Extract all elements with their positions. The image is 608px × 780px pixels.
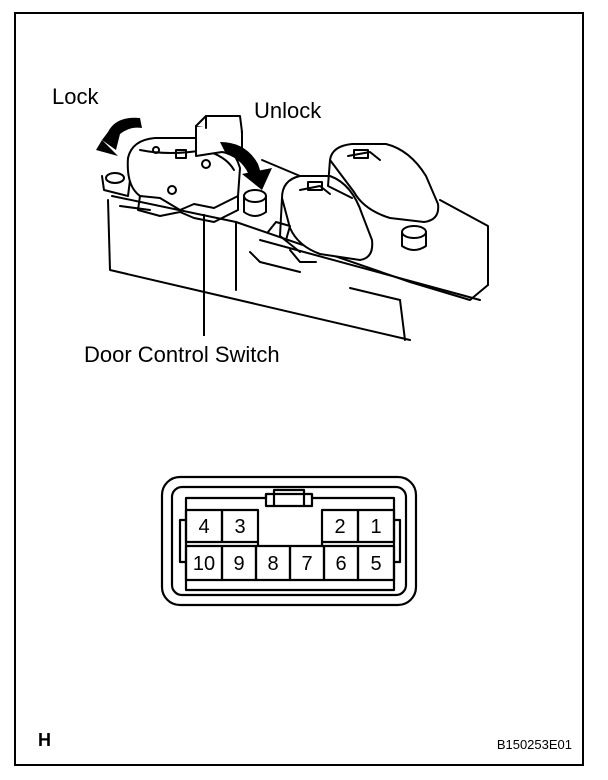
connector-outer-housing: [160, 475, 418, 607]
figure-id: B150253E01: [497, 737, 572, 752]
pin-number: 5: [370, 553, 381, 575]
pin-number: 10: [193, 553, 215, 575]
panel-right-edge: [439, 199, 489, 286]
part-name-label: Door Control Switch: [84, 342, 280, 367]
pin-number: 8: [267, 553, 278, 575]
connector-inner-housing: [170, 485, 408, 597]
pin-cell-3: [220, 508, 260, 544]
connector-latch: [272, 488, 306, 508]
pin-number: 6: [335, 553, 346, 575]
pin-cell-5: [356, 544, 396, 582]
unlock-rotation-arrow-icon: [220, 142, 272, 190]
pin-numbers: 4 3 2 1 10 9 8 7 6 5: [193, 516, 382, 575]
mount-post-center: [243, 189, 267, 203]
pin-cell-1: [356, 508, 396, 544]
unlock-label: Unlock: [254, 98, 322, 123]
lock-label: Lock: [52, 84, 99, 109]
mount-post-right: [401, 225, 427, 239]
pin-number: 2: [334, 516, 345, 538]
connector-face: [160, 475, 418, 607]
switch-assembly: [101, 115, 489, 341]
lock-rotation-arrow-icon: [96, 117, 142, 156]
pin-number: 7: [301, 553, 312, 575]
window-switch-rear: [329, 143, 440, 223]
figure-frame: [14, 12, 584, 766]
panel-top-edge: [111, 195, 489, 301]
pin-number: 9: [233, 553, 244, 575]
pin-number: 3: [234, 516, 245, 538]
pin-number: 4: [198, 516, 209, 538]
panel-base-edge: [107, 199, 411, 341]
mount-post-left: [105, 172, 125, 184]
view-code: H: [38, 730, 51, 750]
pin-number: 1: [370, 516, 381, 538]
